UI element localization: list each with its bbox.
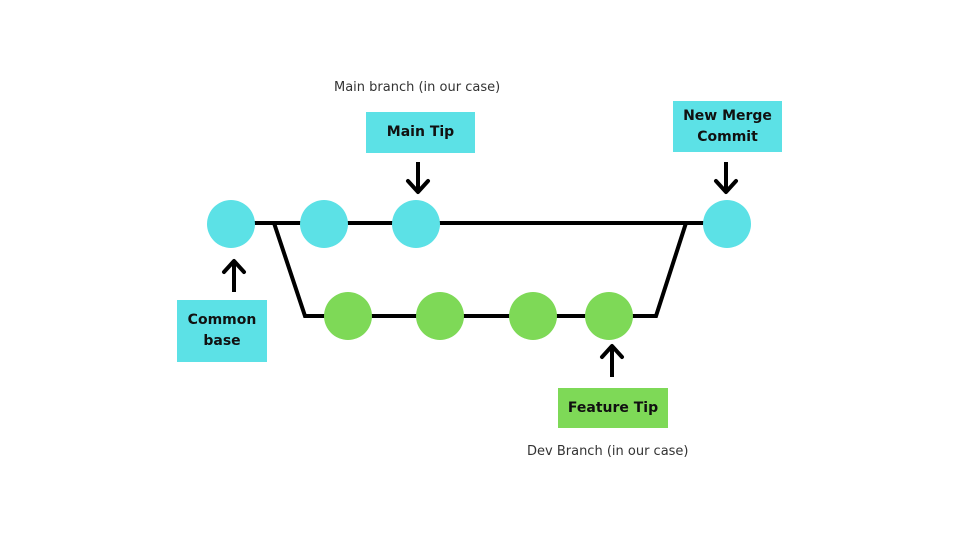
commit-node-main [300,200,348,248]
dev-branch-caption: Dev Branch (in our case) [527,444,689,459]
feature-tip-label-text: Feature Tip [567,399,659,416]
commit-node-feature [509,292,557,340]
main-tip-label: Main Tip [366,112,475,153]
main-tip-label-text: Main Tip [386,124,455,140]
commit-node-common-base [207,200,255,248]
arrow-up-icon [222,259,246,292]
arrow-down-icon [714,162,738,194]
commit-node-merge [703,200,751,248]
common-base-label-line1: Common [187,312,257,328]
feature-tip-label: Feature Tip [558,388,668,428]
new-merge-commit-label-line2: Commit [697,128,758,145]
arrow-up-icon [600,344,624,377]
commit-node-feature-tip [585,292,633,340]
new-merge-commit-label-line1: New Merge [683,107,772,124]
main-branch-caption: Main branch (in our case) [334,80,501,95]
commit-node-main-tip [392,200,440,248]
commit-node-feature [416,292,464,340]
feature-branch-line [272,222,688,318]
commit-node-feature [324,292,372,340]
common-base-label-line2: base [203,333,241,349]
arrow-down-icon [406,162,430,194]
new-merge-commit-label: New Merge Commit [673,101,782,152]
common-base-label: Common base [177,300,267,362]
